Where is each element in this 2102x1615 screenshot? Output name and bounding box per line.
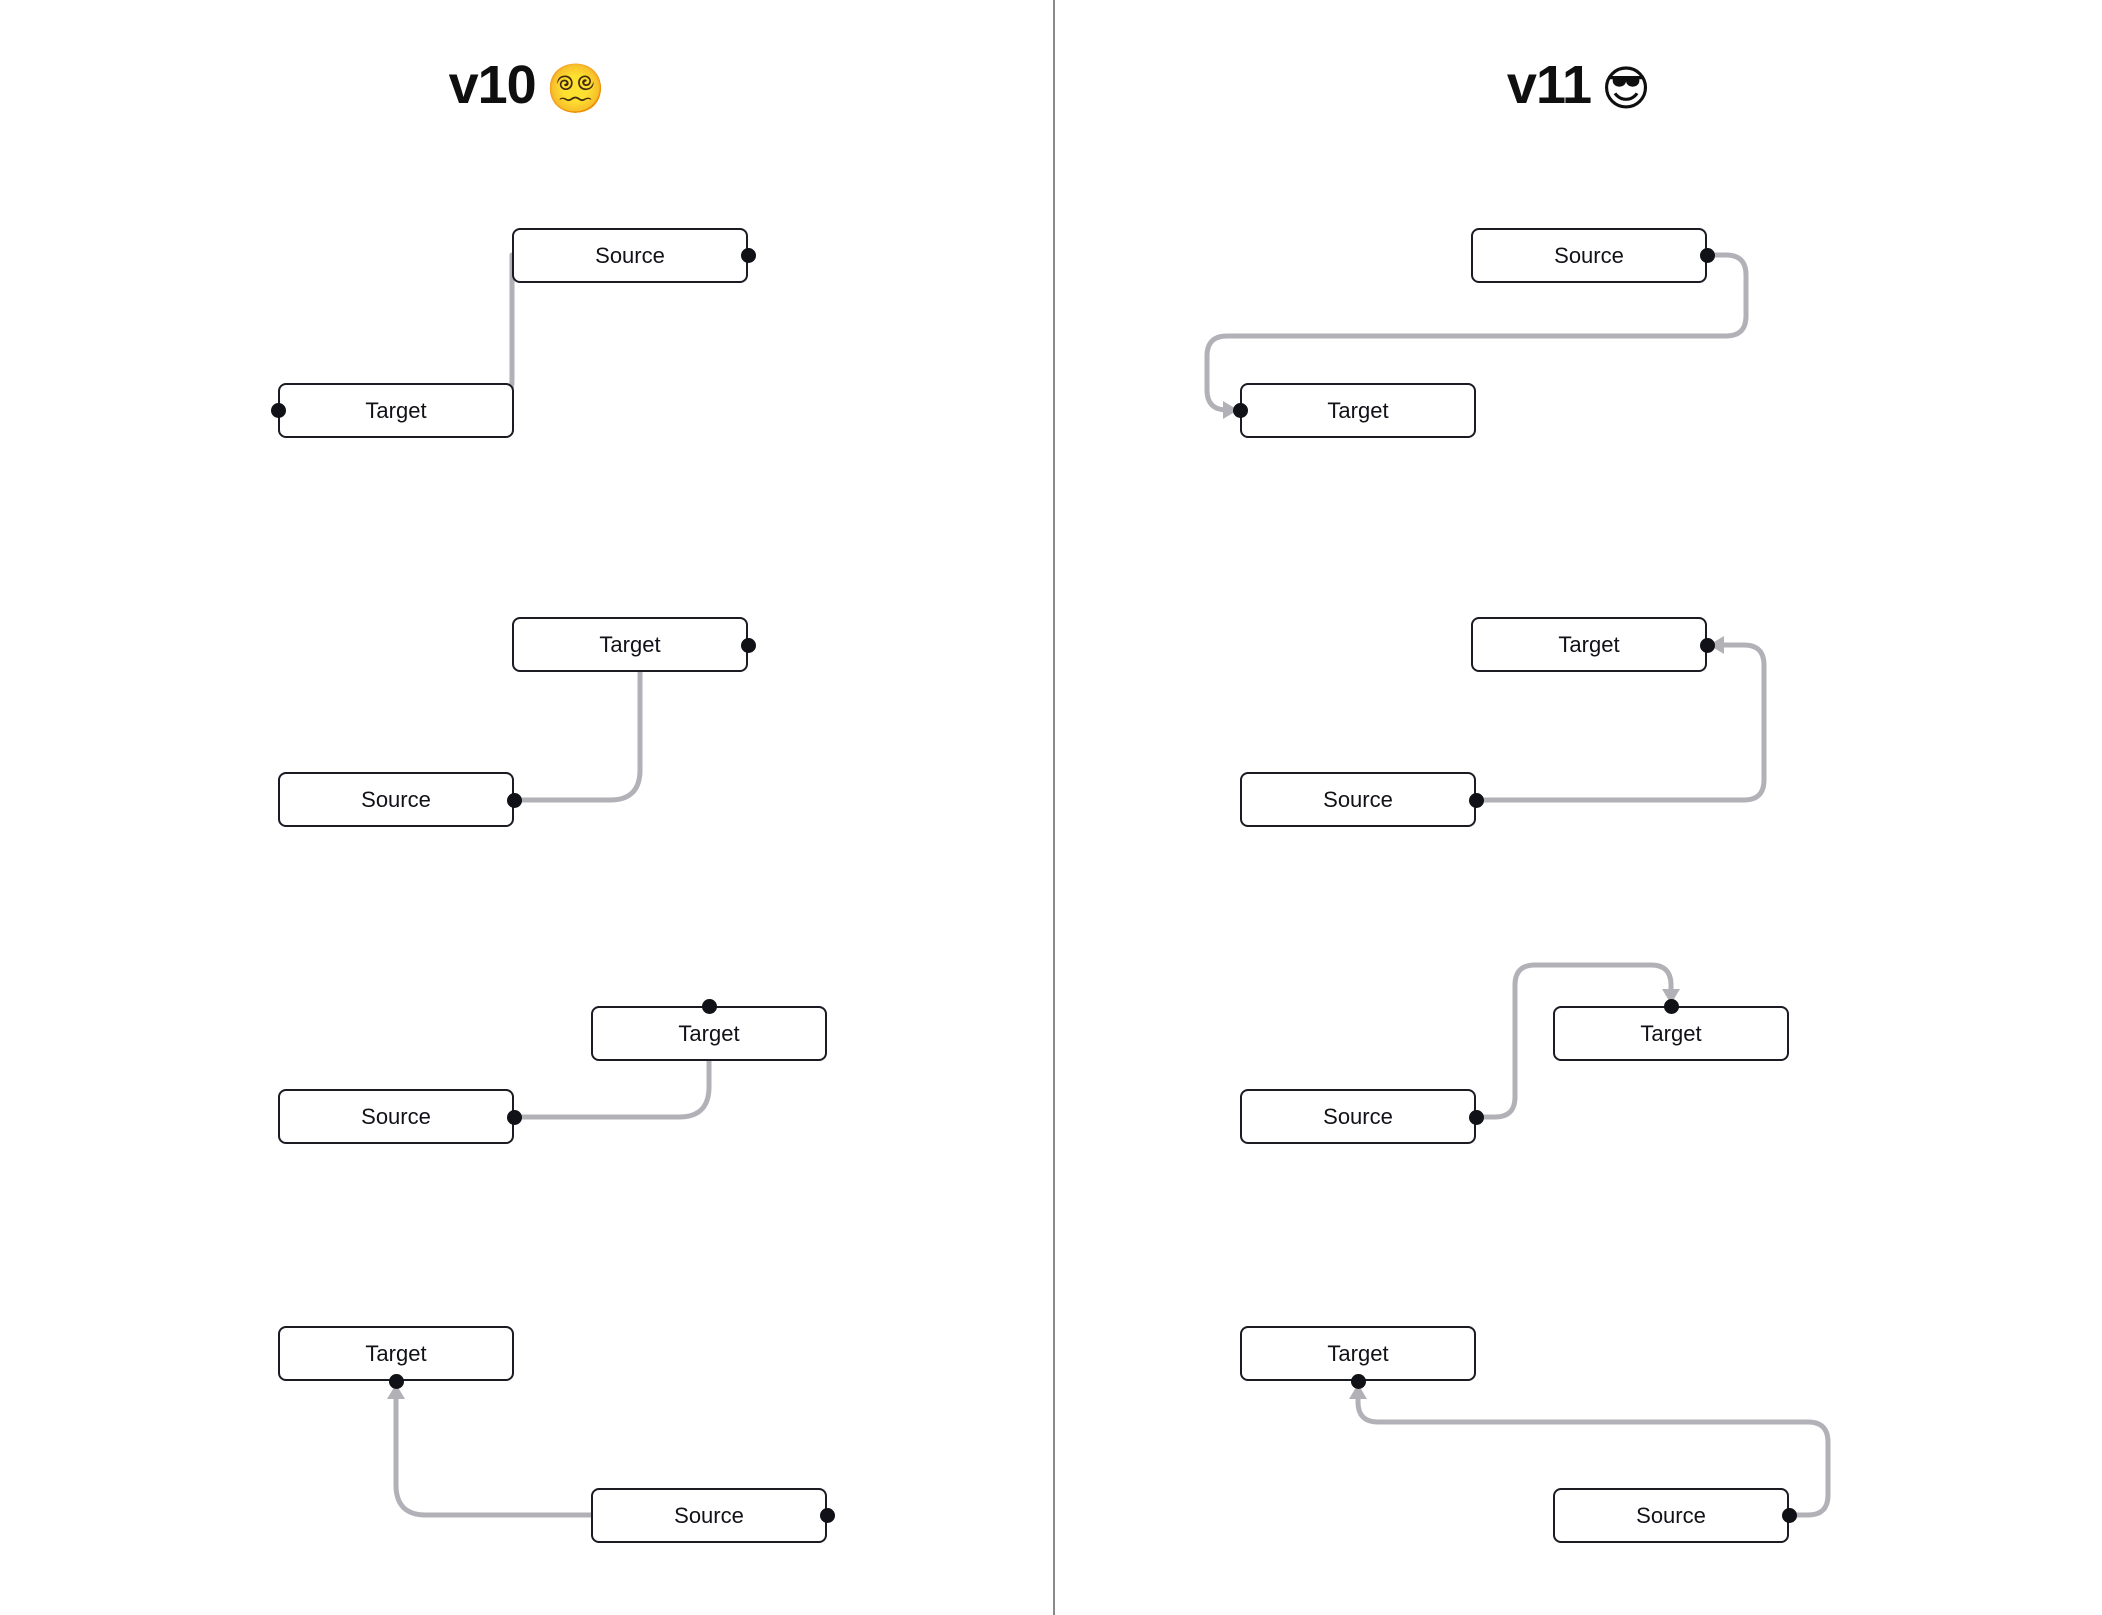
port-target-v11-ex1[interactable]: [1232, 402, 1248, 418]
edge-path-v10-ex3[interactable]: [511, 1003, 712, 1120]
node-target-v11-ex2[interactable]: Target: [1471, 617, 1707, 672]
edge-path-v11-ex2[interactable]: [1473, 642, 1767, 803]
port-source-v10-ex4[interactable]: [819, 1507, 835, 1523]
port-source-v11-ex3[interactable]: [1468, 1109, 1484, 1125]
node-target-v10-ex1[interactable]: Target: [278, 383, 514, 438]
panel-v10: v10😵‍💫: [0, 58, 1053, 114]
panel-title-v10: v10😵‍💫: [0, 58, 1053, 114]
port-source-v10-ex2[interactable]: [506, 792, 522, 808]
edge-arrowhead-v11-ex2: [1709, 636, 1724, 654]
port-target-v10-ex3[interactable]: [701, 998, 717, 1014]
port-target-v11-ex3[interactable]: [1663, 998, 1679, 1014]
edge-arrowhead-v11-ex3: [1662, 989, 1680, 1004]
port-target-v11-ex4[interactable]: [1350, 1373, 1366, 1389]
node-source-v11-ex2[interactable]: Source: [1240, 772, 1476, 827]
panel-v11: v11😎: [1055, 0, 2102, 1615]
port-target-v10-ex2[interactable]: [740, 637, 756, 653]
port-source-v10-ex1[interactable]: [740, 247, 756, 263]
panel-title-text: v11: [1506, 55, 1592, 115]
port-source-v10-ex3[interactable]: [506, 1109, 522, 1125]
face-with-spiral-eyes-icon: 😵‍💫: [545, 63, 606, 116]
port-source-v11-ex4[interactable]: [1781, 1507, 1797, 1523]
edge-path-v11-ex1[interactable]: [1204, 252, 1749, 413]
edge-arrowhead-v11-ex4: [1349, 1384, 1367, 1399]
panel-divider: [1053, 0, 1055, 1615]
port-target-v10-ex4[interactable]: [388, 1373, 404, 1389]
panel-title-v11: v11😎: [1055, 58, 2102, 114]
port-source-v11-ex1[interactable]: [1699, 247, 1715, 263]
port-source-v11-ex2[interactable]: [1468, 792, 1484, 808]
port-target-v11-ex2[interactable]: [1699, 637, 1715, 653]
edge-arrowhead-v11-ex1: [1223, 401, 1238, 419]
smiling-face-with-sunglasses-icon: 😎: [1601, 63, 1651, 116]
panel-title-text: v10: [448, 55, 537, 115]
edge-arrowhead-v10-ex4: [387, 1384, 405, 1399]
edge-path-v11-ex4[interactable]: [1355, 1391, 1831, 1518]
edge-path-v11-ex3[interactable]: [1473, 962, 1674, 1120]
node-target-v10-ex4[interactable]: Target: [278, 1326, 514, 1381]
port-target-v10-ex1[interactable]: [270, 402, 286, 418]
edge-path-v10-ex4[interactable]: [393, 1395, 830, 1518]
